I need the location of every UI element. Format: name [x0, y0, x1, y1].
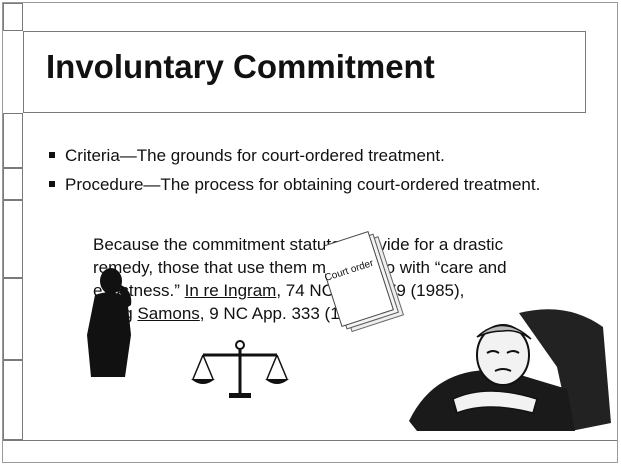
- edge-box: [3, 200, 23, 278]
- bullet-criteria: Criteria—The grounds for court-ordered t…: [47, 145, 607, 167]
- bullet-square-icon: [49, 181, 55, 187]
- quote-fragment: , 9 NC App. 333 (1970).: [199, 304, 379, 323]
- footer-divider: [3, 440, 617, 441]
- person-on-phone-icon: [87, 268, 132, 377]
- edge-box: [3, 113, 23, 168]
- bullet-text: Procedure—The process for obtaining cour…: [65, 175, 541, 194]
- edge-box: [3, 278, 23, 360]
- bullet-list: Criteria—The grounds for court-ordered t…: [47, 145, 607, 203]
- edge-box: [3, 360, 23, 440]
- bullet-procedure: Procedure—The process for obtaining cour…: [47, 174, 585, 196]
- case-citation-samons: Samons: [137, 304, 200, 323]
- slide-title: Involuntary Commitment: [46, 48, 435, 85]
- title-bar: Involuntary Commitment: [23, 31, 586, 113]
- scales-of-justice-icon: [191, 340, 289, 398]
- quote-line: Because the commitment statutes provide …: [93, 235, 504, 254]
- court-order-paper-icon: Court order: [325, 231, 405, 333]
- case-citation-ingram: In re Ingram: [184, 281, 277, 300]
- edge-box: [3, 3, 23, 31]
- bullet-square-icon: [49, 152, 55, 158]
- quote-text: Because the commitment statutes provide …: [93, 233, 613, 325]
- quote-line: remedy, those that use them must do so w…: [93, 258, 507, 277]
- judge-icon: [409, 309, 611, 431]
- bullet-text: Criteria—The grounds for court-ordered t…: [65, 146, 445, 165]
- edge-box: [3, 168, 23, 200]
